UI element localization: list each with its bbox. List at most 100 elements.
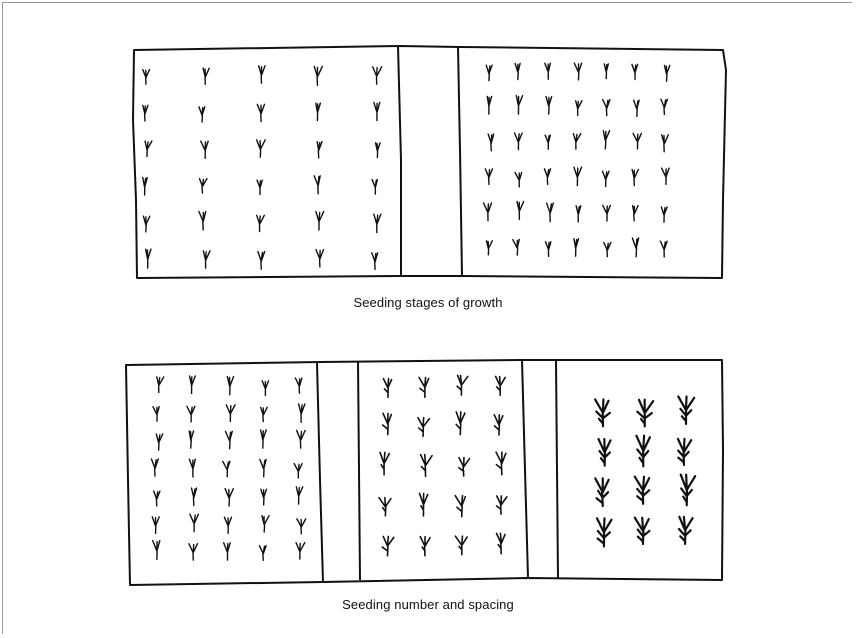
seedling: [226, 405, 235, 422]
seedling: [421, 455, 432, 477]
seedling: [190, 514, 199, 532]
seedling: [513, 240, 520, 255]
seedling: [545, 135, 550, 149]
seedling: [153, 541, 160, 560]
top-divider-1: [398, 46, 401, 276]
seedling: [316, 212, 324, 230]
seedling: [597, 518, 611, 546]
seedling: [262, 516, 269, 532]
seedling: [297, 519, 306, 534]
seedling: [661, 99, 667, 114]
seedling: [190, 376, 196, 394]
seedling: [262, 381, 268, 396]
bottom-divider-2: [358, 362, 360, 580]
seedling: [383, 413, 392, 434]
seedling: [380, 452, 389, 474]
seedling: [261, 430, 267, 448]
seedling: [143, 70, 150, 85]
bottom-plant-groups: [151, 375, 695, 560]
seedling: [297, 430, 306, 448]
seedling: [632, 238, 638, 257]
seedling: [314, 176, 320, 194]
seedling: [143, 105, 148, 121]
bottom-caption: Seeding number and spacing: [0, 597, 856, 612]
seedling: [257, 215, 265, 231]
seedling: [199, 107, 205, 122]
seedling: [225, 431, 232, 448]
seedling: [152, 517, 159, 534]
seedling: [635, 518, 650, 544]
seedling: [257, 180, 262, 194]
seedling: [187, 406, 195, 422]
seedling: [603, 131, 609, 149]
seedling: [544, 169, 550, 185]
seedling: [595, 478, 608, 506]
bottom-plot-1: [151, 376, 305, 560]
bottom-plot-5: [595, 396, 695, 546]
seedling: [259, 546, 266, 561]
seedling: [595, 399, 610, 426]
seedling: [632, 64, 638, 79]
seedling: [153, 407, 159, 422]
seedling: [146, 249, 151, 268]
seedling: [225, 489, 233, 506]
bottom-plot-3: [379, 375, 507, 555]
seedling: [485, 169, 492, 185]
seedling: [203, 68, 209, 84]
seedling: [372, 180, 377, 195]
seedling: [515, 63, 520, 79]
seedling: [574, 167, 582, 185]
seedling: [257, 104, 264, 121]
seedling: [632, 169, 638, 185]
seedling: [547, 203, 554, 222]
seedling: [603, 205, 611, 221]
seedling: [634, 100, 639, 116]
seedling: [261, 407, 268, 421]
seedling: [455, 496, 465, 517]
seedling: [496, 377, 506, 396]
seedling: [189, 459, 195, 477]
seedling: [294, 464, 302, 478]
seedling: [296, 487, 302, 504]
seedling: [678, 439, 691, 465]
top-plot-3: [484, 63, 670, 257]
seedling: [636, 436, 649, 467]
seedling: [602, 171, 609, 186]
seedling: [257, 140, 266, 157]
seedling: [484, 203, 492, 221]
seedling: [261, 489, 267, 505]
seedling: [151, 459, 158, 476]
bottom-divider-3: [522, 360, 528, 578]
seedling: [316, 250, 323, 267]
seedling: [374, 102, 380, 120]
seedling: [681, 475, 695, 506]
seedling: [379, 498, 391, 516]
seedling: [574, 63, 581, 80]
seedling: [258, 252, 265, 270]
seedling: [662, 135, 669, 152]
top-plant-groups: [143, 63, 670, 269]
seedling: [224, 543, 231, 560]
seedling: [517, 201, 524, 219]
seedling: [295, 378, 302, 393]
seedling: [189, 431, 193, 448]
seedling: [191, 488, 196, 505]
seedling: [545, 63, 551, 79]
bottom-divider-4: [556, 360, 558, 578]
seedling: [227, 377, 233, 395]
seedling: [420, 537, 430, 556]
seedling: [317, 142, 322, 158]
top-plot-1: [143, 66, 382, 270]
seedling: [637, 400, 653, 427]
seedling: [515, 172, 522, 186]
seedling: [200, 179, 207, 193]
seedling: [678, 396, 694, 423]
seedling: [374, 214, 381, 232]
seedling: [574, 239, 579, 257]
seedling: [224, 517, 231, 533]
seedling: [143, 178, 148, 195]
seedling: [488, 134, 494, 151]
seedling: [459, 458, 470, 476]
seedling: [419, 377, 429, 397]
